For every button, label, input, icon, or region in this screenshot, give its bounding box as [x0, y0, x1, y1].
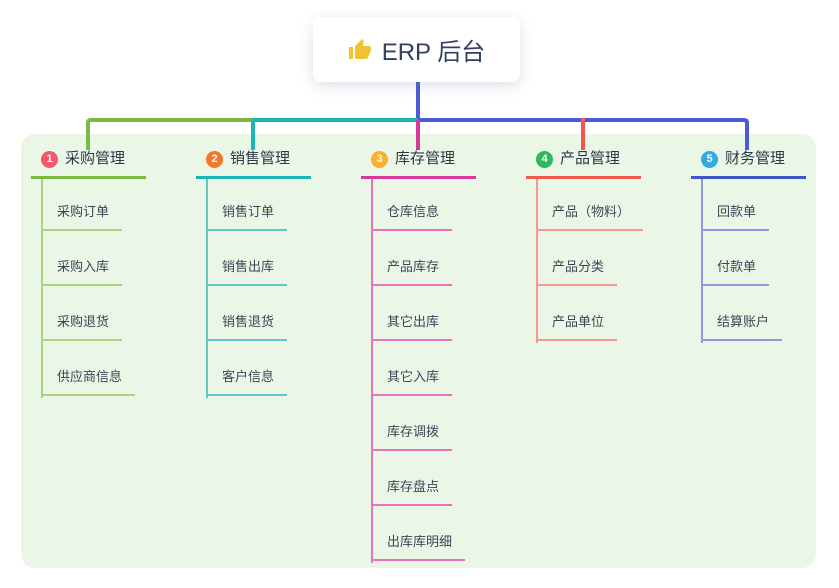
- node-settlement-account[interactable]: 结算账户: [701, 312, 783, 341]
- node-supplier-info[interactable]: 供应商信息: [41, 367, 136, 396]
- node-sales-outbound[interactable]: 销售出库: [206, 257, 288, 286]
- node-product-material[interactable]: 产品（物料）: [536, 202, 644, 231]
- node-product-category[interactable]: 产品分类: [536, 257, 618, 286]
- branch-sales-subline: [206, 179, 208, 398]
- branch-product-header[interactable]: 4 产品管理: [526, 149, 641, 179]
- branches-background-panel: [21, 134, 816, 568]
- branch-purchase: 1 采购管理 采购订单 采购入库 采购退货 供应商信息: [31, 0, 196, 588]
- branch-inventory-subline: [371, 179, 373, 563]
- branch-sales: 2 销售管理 销售订单 销售出库 销售退货 客户信息: [196, 0, 361, 588]
- branch-purchase-title: 采购管理: [65, 150, 126, 167]
- branch-product-subline: [536, 179, 538, 343]
- node-purchase-return[interactable]: 采购退货: [41, 312, 123, 341]
- node-stock-taking[interactable]: 库存盘点: [371, 477, 453, 506]
- node-product-unit[interactable]: 产品单位: [536, 312, 618, 341]
- branch-sales-header[interactable]: 2 销售管理: [196, 149, 311, 179]
- node-sales-order[interactable]: 销售订单: [206, 202, 288, 231]
- badge-4: 4: [536, 150, 553, 168]
- branch-inventory-title: 库存管理: [395, 150, 456, 167]
- branch-purchase-subline: [41, 179, 43, 398]
- node-receipt-bill[interactable]: 回款单: [701, 202, 770, 231]
- node-stock-transfer[interactable]: 库存调拨: [371, 422, 453, 451]
- badge-3: 3: [371, 150, 388, 168]
- node-other-inbound[interactable]: 其它入库: [371, 367, 453, 396]
- root-node-label: ERP 后台: [381, 39, 486, 66]
- node-purchase-inbound[interactable]: 采购入库: [41, 257, 123, 286]
- branch-purchase-header[interactable]: 1 采购管理: [31, 149, 146, 179]
- branch-sales-title: 销售管理: [230, 150, 291, 167]
- branch-inventory: 3 库存管理 仓库信息 产品库存 其它出库 其它入库 库存调拨 库存盘点 出库库…: [361, 0, 526, 588]
- badge-5: 5: [701, 150, 718, 168]
- badge-1: 1: [41, 150, 58, 168]
- node-other-outbound[interactable]: 其它出库: [371, 312, 453, 341]
- branch-finance: 5 财务管理 回款单 付款单 结算账户: [691, 0, 839, 588]
- node-outbound-detail[interactable]: 出库库明细: [371, 532, 466, 561]
- branch-finance-title: 财务管理: [725, 150, 786, 167]
- badge-2: 2: [206, 150, 223, 168]
- branch-inventory-header[interactable]: 3 库存管理: [361, 149, 476, 179]
- thumbs-up-icon: [348, 38, 371, 59]
- branch-product: 4 产品管理 产品（物料） 产品分类 产品单位: [526, 0, 691, 588]
- root-node-erp[interactable]: ERP 后台: [313, 17, 520, 82]
- node-purchase-order[interactable]: 采购订单: [41, 202, 123, 231]
- branch-product-title: 产品管理: [560, 150, 621, 167]
- node-warehouse-info[interactable]: 仓库信息: [371, 202, 453, 231]
- branch-finance-header[interactable]: 5 财务管理: [691, 149, 806, 179]
- node-customer-info[interactable]: 客户信息: [206, 367, 288, 396]
- node-payment-bill[interactable]: 付款单: [701, 257, 770, 286]
- node-product-stock[interactable]: 产品库存: [371, 257, 453, 286]
- node-sales-return[interactable]: 销售退货: [206, 312, 288, 341]
- branch-finance-subline: [701, 179, 703, 343]
